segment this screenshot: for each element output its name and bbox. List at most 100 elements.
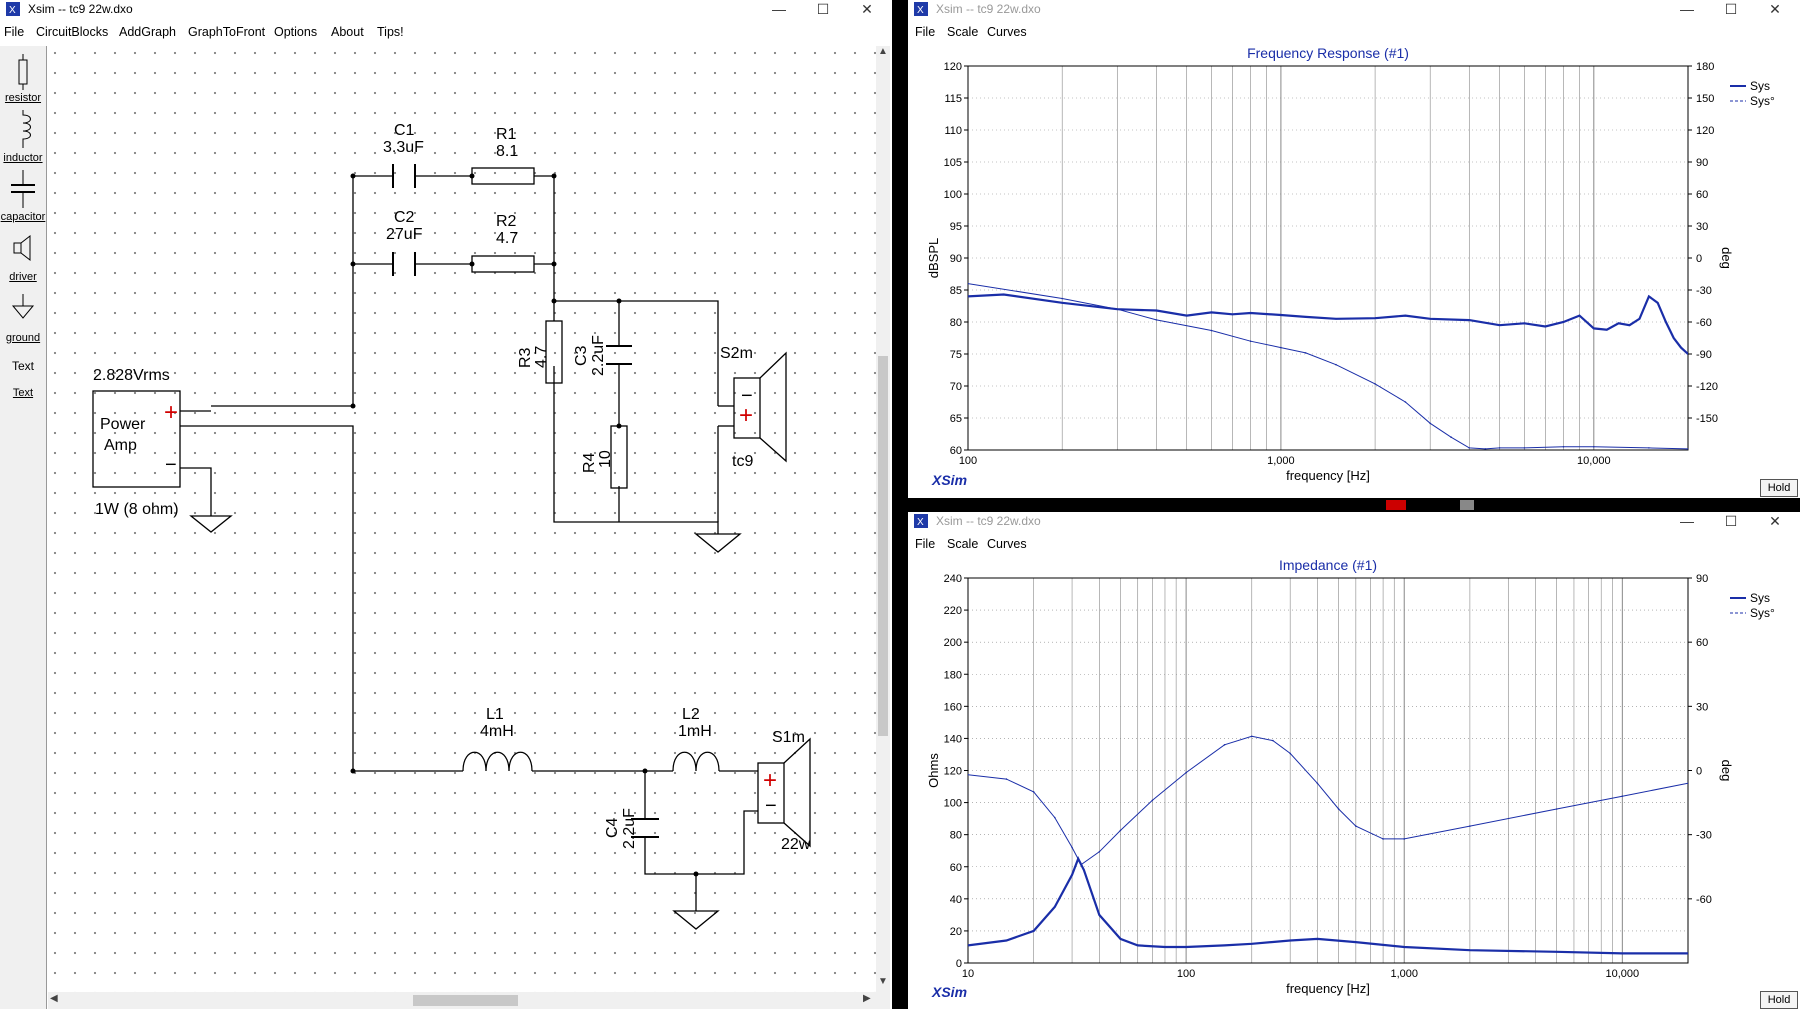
y2-tick-label: 30	[1696, 701, 1708, 713]
data-point	[1404, 401, 1407, 403]
chart-title: Impedance (#1)	[1279, 557, 1377, 573]
schematic-horizontal-scrollbar[interactable]: ◀ ▶	[48, 992, 890, 1009]
data-point	[1032, 791, 1035, 793]
data-point	[1083, 869, 1085, 871]
menu-options[interactable]: Options	[274, 25, 318, 39]
tool-resistor[interactable]: resistor	[4, 92, 42, 104]
data-point	[1555, 950, 1558, 953]
capacitor-tool-icon[interactable]	[9, 170, 37, 208]
legend-label: Sys°	[1750, 606, 1775, 620]
close-button[interactable]: ✕	[1769, 1, 1781, 17]
data-point	[1231, 313, 1234, 316]
hold-button[interactable]: Hold	[1760, 479, 1798, 497]
scroll-right-arrow-icon[interactable]: ▶	[863, 993, 871, 1004]
menu-graphtofront[interactable]: GraphToFront	[188, 25, 266, 39]
y-tick-label: 220	[944, 605, 962, 617]
menu-about[interactable]: About	[331, 25, 364, 39]
minimize-button[interactable]: —	[1680, 1, 1694, 17]
menu-addgraph[interactable]: AddGraph	[119, 25, 176, 39]
imp-title-bar[interactable]: X Xsim -- tc9 22w.dxo — ☐ ✕	[908, 512, 1800, 532]
schematic-canvas[interactable]: C1 3.3uF R1 8.1 C2 27uF R2 4.7 R3 4.7 C3…	[48, 46, 876, 992]
data-point	[1223, 744, 1226, 746]
schematic-window-title: Xsim -- tc9 22w.dxo	[28, 2, 133, 16]
data-point	[1272, 739, 1274, 742]
node-dot	[693, 871, 699, 877]
r1-value-label: 8.1	[496, 143, 518, 160]
minimize-button[interactable]: —	[772, 1, 786, 17]
s2m-minus-terminal: −	[741, 385, 753, 407]
menu-curves[interactable]: Curves	[987, 537, 1027, 551]
maximize-button[interactable]: ☐	[1724, 1, 1738, 17]
data-point	[1382, 838, 1384, 840]
s1m-driver-cone	[783, 737, 811, 848]
menu-scale[interactable]: Scale	[947, 537, 979, 551]
node-dot	[616, 423, 622, 429]
series-line-sys	[968, 293, 1688, 355]
xsim-brand-label: XSim	[932, 984, 968, 1000]
data-point	[1304, 352, 1307, 354]
series-line-sys	[968, 855, 1688, 955]
data-point	[1210, 311, 1213, 314]
maximize-button[interactable]: ☐	[816, 1, 830, 17]
resistor-tool-icon[interactable]	[15, 54, 31, 90]
data-point	[1544, 325, 1547, 328]
c4-value-label: 2.2uF	[621, 808, 638, 849]
r3-name-label: R3	[517, 347, 534, 368]
data-point	[1468, 447, 1471, 449]
close-button[interactable]: ✕	[861, 1, 873, 17]
data-point	[1071, 846, 1073, 849]
scroll-left-arrow-icon[interactable]: ◀	[50, 993, 58, 1004]
horizontal-scroll-thumb[interactable]	[413, 995, 518, 1006]
x-axis-label: frequency [Hz]	[1286, 981, 1370, 996]
y2-tick-label: 60	[1696, 637, 1708, 649]
inductor-tool-icon[interactable]	[13, 110, 33, 148]
data-point	[1498, 324, 1501, 327]
r4-name-label: R4	[581, 452, 598, 473]
hold-button[interactable]: Hold	[1760, 991, 1798, 1009]
y-tick-label: 80	[950, 830, 962, 842]
data-point	[968, 282, 969, 285]
menu-curves[interactable]: Curves	[987, 25, 1027, 39]
ground-tool-icon[interactable]	[11, 294, 35, 320]
data-point	[1523, 447, 1526, 449]
y2-tick-label: -60	[1696, 317, 1712, 329]
schematic-title-bar[interactable]: X Xsim -- tc9 22w.dxo — ☐ ✕	[0, 0, 892, 20]
freq-title-bar[interactable]: X Xsim -- tc9 22w.dxo — ☐ ✕	[908, 0, 1800, 20]
data-point	[1665, 321, 1667, 323]
l1-value-label: 4mH	[480, 723, 514, 740]
maximize-button[interactable]: ☐	[1724, 513, 1738, 529]
scroll-up-arrow-icon[interactable]: ▲	[878, 46, 888, 57]
data-point	[1468, 319, 1471, 321]
node-dot	[642, 768, 648, 774]
tool-text[interactable]: Text	[11, 359, 34, 373]
x-tick-label: 100	[1177, 968, 1195, 980]
menu-file[interactable]: File	[915, 25, 936, 39]
l2-name-label: L2	[682, 706, 700, 723]
freq-menu-bar: File Scale Curves	[908, 22, 1800, 44]
close-button[interactable]: ✕	[1769, 513, 1781, 529]
tool-ground[interactable]: ground	[5, 332, 41, 344]
data-point	[1185, 771, 1187, 774]
tool-capacitor[interactable]: capacitor	[0, 211, 46, 223]
menu-circuitblocks[interactable]: CircuitBlocks	[36, 25, 109, 39]
schematic-vertical-scrollbar[interactable]: ▲ ▼	[876, 46, 890, 992]
s1m-driver-body	[757, 762, 785, 824]
data-point	[1164, 946, 1166, 948]
scroll-down-arrow-icon[interactable]: ▼	[878, 976, 888, 987]
tool-text-link[interactable]: Text	[12, 387, 34, 399]
legend-label: Sys°	[1750, 94, 1775, 108]
y-tick-label: 180	[944, 669, 962, 681]
data-point	[1335, 318, 1337, 320]
tool-inductor[interactable]: inductor	[3, 152, 43, 164]
driver-tool-icon[interactable]	[12, 234, 34, 262]
vertical-scroll-thumb[interactable]	[878, 356, 888, 736]
wire-r3-bottom	[553, 366, 719, 534]
menu-tips[interactable]: Tips!	[377, 25, 404, 39]
menu-file[interactable]: File	[4, 25, 25, 39]
amp-label-line1: Power	[100, 416, 146, 433]
tool-driver[interactable]: driver	[9, 271, 37, 283]
menu-scale[interactable]: Scale	[947, 25, 979, 39]
data-point	[1680, 346, 1682, 349]
menu-file[interactable]: File	[915, 537, 936, 551]
minimize-button[interactable]: —	[1680, 513, 1694, 529]
